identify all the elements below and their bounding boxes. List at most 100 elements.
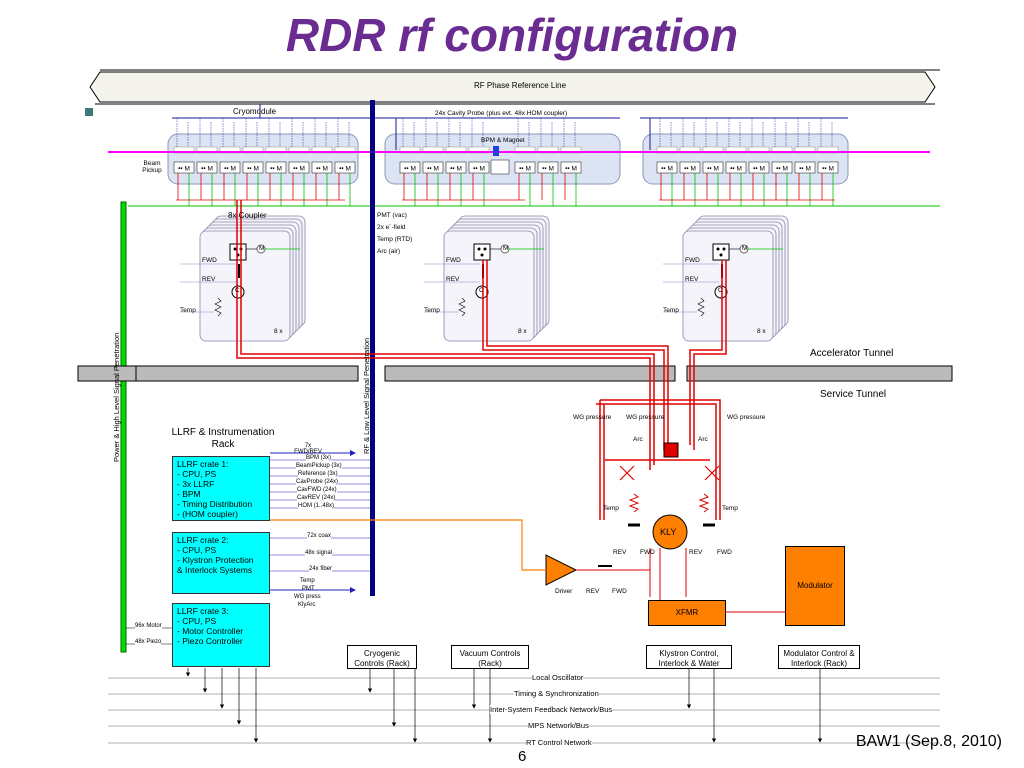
svg-text:•• M: •• M: [684, 166, 696, 173]
cavity: •• M: [334, 118, 356, 206]
cavity: •• M: [242, 118, 264, 206]
coupler-card-label: Temp: [180, 307, 196, 314]
cavity: •• M: [771, 118, 793, 206]
driver-amplifier: [545, 554, 578, 586]
svg-text:•• M: •• M: [224, 166, 236, 173]
rev-label-kly-1: REV: [613, 549, 627, 556]
tunnel-wall-3: [384, 365, 676, 382]
cavity: •• M: [265, 118, 287, 206]
coupler-card-label: Temp: [424, 307, 440, 314]
page-number: 6: [518, 748, 527, 765]
cavity: •• M: [537, 118, 559, 206]
svg-text:•• M: •• M: [519, 166, 531, 173]
signal-label: KlyArc: [298, 602, 316, 608]
cavity: •• M: [468, 118, 490, 206]
rev-label-driver: REV: [586, 588, 600, 595]
pmt-label-1: PMT (vac): [377, 212, 407, 219]
bus-feedback: Inter-System Feedback Network/Bus: [490, 705, 613, 714]
coupler-card-label: Temp: [663, 307, 679, 314]
pmt-label-2: 2x e´-field: [377, 224, 406, 231]
tunnel-wall-4: [686, 365, 953, 382]
signal-label: 96x Motor: [135, 623, 162, 629]
signal-label: CavREV (24x): [297, 495, 336, 501]
svg-text:•• M: •• M: [753, 166, 765, 173]
svg-text:•• M: •• M: [247, 166, 259, 173]
xfmr-box: XFMR: [648, 600, 726, 626]
cavity: •• M: [196, 118, 218, 206]
svg-text:•• M: •• M: [270, 166, 282, 173]
bus-mps: MPS Network/Bus: [528, 721, 589, 730]
klystron-label: KLY: [660, 527, 677, 537]
cryogenic-controls-box: Cryogenic Controls (Rack): [347, 645, 417, 669]
svg-text:•• M: •• M: [542, 166, 554, 173]
svg-text:•• M: •• M: [707, 166, 719, 173]
coupler-card-label: C: [718, 287, 723, 294]
modulator-box: Modulator: [785, 546, 845, 626]
cavity-probe-label: 24x Cavity Probe (plus evt. 48x HOM coup…: [435, 110, 568, 117]
svg-text:•• M: •• M: [339, 166, 351, 173]
cavity: •• M: [422, 118, 444, 206]
bus-timing: Timing & Synchronization: [514, 689, 599, 698]
waveguides: [236, 200, 727, 520]
signal-label: BPM (3x): [306, 455, 332, 461]
bus-local-oscillator: Local Oscillator: [532, 673, 584, 682]
modulator-control-box: Modulator Control & Interlock (Rack): [778, 645, 860, 669]
circulator-box: [663, 442, 679, 458]
cavity: •• M: [794, 118, 816, 206]
klystron: [628, 514, 715, 597]
llrf-crate-1: LLRF crate 1:- CPU, PS- 3x LLRF- BPM- Ti…: [172, 456, 270, 521]
signal-label: HOM (1..48x): [298, 503, 335, 509]
bus-connectors: [185, 668, 823, 743]
tunnel-wall-1: [77, 365, 141, 382]
svg-text:•• M: •• M: [799, 166, 811, 173]
cavity: •• M: [748, 118, 770, 206]
signal-label: Temp: [300, 578, 315, 584]
coupler-label: 8x Coupler: [228, 211, 267, 220]
bpm-magnet-label: BPM & Magnet: [481, 137, 525, 144]
svg-text:•• M: •• M: [473, 166, 485, 173]
svg-text:•• M: •• M: [201, 166, 213, 173]
service-tunnel-label: Service Tunnel: [820, 389, 887, 400]
rf-phase-reference-line: [89, 69, 940, 105]
cavity: •• M: [725, 118, 747, 206]
coupler-stack: [180, 215, 306, 342]
arc-label-2: Arc: [698, 436, 708, 443]
power-penetration-bar: [120, 201, 127, 653]
cryomodule-3: [642, 133, 849, 185]
coupler-card-label: FWD: [202, 257, 217, 264]
signal-label: 7x FWD/REV: [294, 443, 322, 455]
rf-phase-label: RF Phase Reference Line: [474, 81, 567, 90]
cavity: •• M: [560, 118, 582, 206]
temp-label-right: Temp: [722, 505, 738, 512]
llrf-rack-title: LLRF & Instrumenation Rack: [171, 427, 275, 450]
cavity-array: •• M •• M •• M •• M •• M •• M •• M •• M •• M •• M…: [173, 118, 839, 206]
power-penetration-label: Power & High Level Signal Penetration: [112, 332, 121, 462]
svg-text:•• M: •• M: [427, 166, 439, 173]
svg-text:•• M: •• M: [776, 166, 788, 173]
fwd-label-driver: FWD: [612, 588, 627, 595]
signal-label: CavProbe (24x): [296, 479, 339, 485]
svg-text:•• M: •• M: [293, 166, 305, 173]
rev-label-kly-2: REV: [689, 549, 703, 556]
coupler-card-label: 8 x: [757, 328, 766, 335]
signal-label: CavFWD (24x): [297, 487, 337, 493]
bullet-marker: [85, 108, 93, 116]
signal-label: 24x fiber: [309, 566, 333, 572]
signal-label: Reference (3x): [298, 471, 338, 477]
footer-label: BAW1 (Sep.8, 2010): [855, 733, 1002, 750]
rf-penetration-label: RF & Low Level Signal Penetration: [362, 337, 371, 454]
cavity: •• M: [311, 118, 333, 206]
svg-text:•• M: •• M: [822, 166, 834, 173]
pmt-label-3: Temp (RTD): [377, 236, 413, 243]
svg-text:•• M: •• M: [178, 166, 190, 173]
coupler-card-label: C: [479, 287, 484, 294]
svg-text:•• M: •• M: [565, 166, 577, 173]
wg-pressure-2: WG pressure: [626, 414, 665, 421]
coupler-card-label: REV: [202, 276, 216, 283]
coupler-card-label: M: [503, 245, 509, 252]
coupler-card-label: REV: [446, 276, 460, 283]
coupler-card-label: M: [259, 245, 265, 252]
slide-title: RDR rf configuration: [285, 9, 739, 61]
klystron-control-box: Klystron Control, Interlock & Water: [646, 645, 732, 669]
